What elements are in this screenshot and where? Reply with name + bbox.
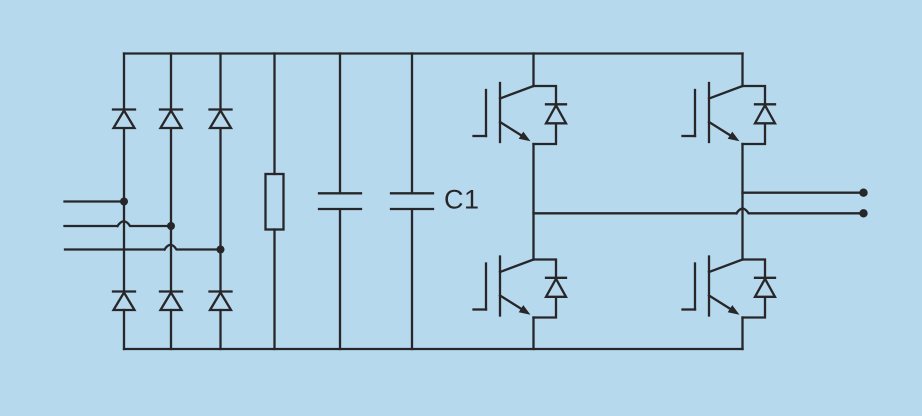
rectifier-bridge [111,52,233,351]
output-terminal-lower [859,209,868,218]
capacitor-2 [389,52,435,351]
resistor-body [264,172,285,231]
capacitor-1 [317,52,363,351]
rectifier-diode-bottom-1 [111,290,137,312]
igbt-bottom-right [681,255,777,319]
ac-line-3 [63,243,222,252]
capacitor-2-wire [389,52,435,351]
capacitor-1-wire [317,52,363,351]
output-lines [532,188,868,218]
inverter-leg-1 [472,52,568,351]
rectifier-diode-top-2 [158,108,184,130]
output-line-lower [532,207,865,215]
inverter-leg-2 [681,52,777,351]
igbt-bottom-left [472,255,568,319]
rectifier-diode-top-3 [208,108,233,130]
rectifier-diode-bottom-3 [208,290,233,312]
rectifier-diode-bottom-2 [158,290,184,312]
igbt-top-left [472,81,568,146]
ac-input-lines [63,197,225,254]
igbt-top-right [681,81,777,146]
rectifier-diode-top-1 [111,108,137,130]
resistor [264,52,285,351]
dc-bus [122,52,744,351]
ac-line-2 [63,220,173,228]
capacitor-label: C1 [444,185,480,215]
output-terminal-upper [859,188,868,197]
